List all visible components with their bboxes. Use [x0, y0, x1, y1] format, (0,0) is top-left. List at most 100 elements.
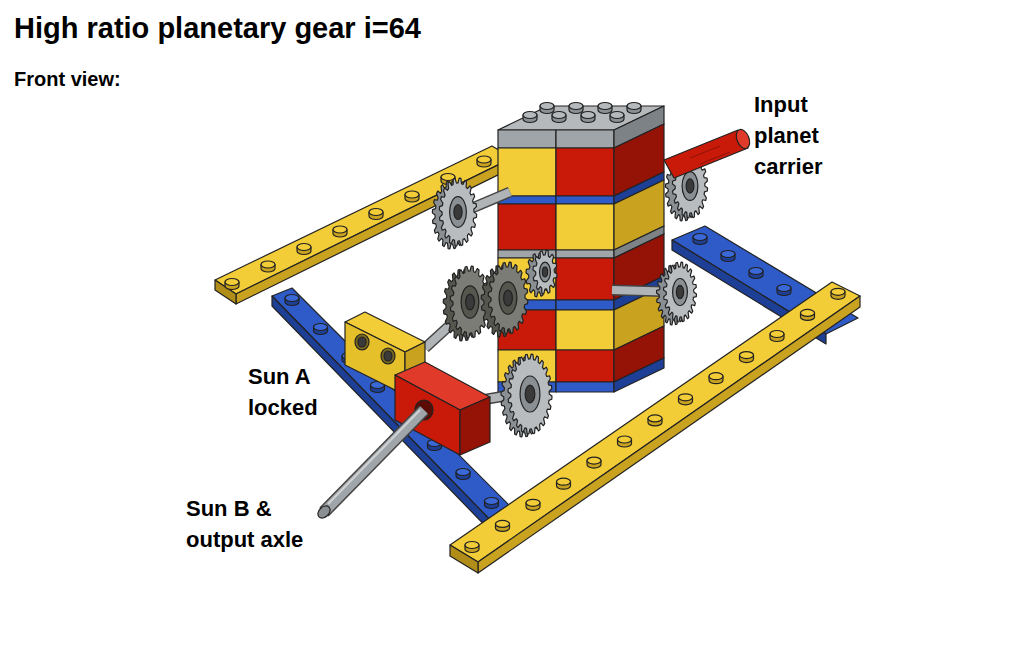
gear: [540, 262, 551, 282]
gear: [488, 262, 528, 334]
stud: [648, 415, 662, 422]
brick-tower: [556, 148, 614, 196]
brick-tower: [556, 204, 614, 250]
gear: [525, 385, 535, 403]
input-axle: [664, 127, 752, 178]
gear: [450, 197, 467, 228]
gear: [499, 282, 517, 314]
brick-tower: [556, 382, 614, 392]
input-axle: [690, 146, 720, 158]
yellow-beam: [358, 337, 366, 347]
stud: [523, 103, 641, 123]
yellow-beam: [381, 348, 395, 364]
stud: [314, 324, 328, 331]
stud: [679, 394, 693, 401]
stud: [709, 373, 723, 380]
yellow-beam: [450, 282, 860, 573]
output-axle: [316, 410, 424, 520]
stud: [721, 251, 735, 258]
output-axle: [324, 410, 424, 512]
brick-tower: [556, 350, 614, 382]
axle: [425, 192, 680, 402]
stud: [552, 112, 566, 119]
red-brick: [460, 397, 490, 455]
gear: [501, 354, 552, 437]
stud: [496, 520, 510, 527]
gear: [520, 376, 540, 412]
stud: [831, 288, 845, 295]
stud: [618, 436, 632, 443]
stud: [587, 457, 601, 464]
output-axle: [316, 504, 333, 521]
stud: [693, 234, 819, 313]
gear: [432, 178, 476, 249]
stud: [297, 244, 311, 251]
stud: [465, 542, 479, 549]
gear: [542, 267, 547, 277]
stud: [523, 112, 537, 119]
stud: [598, 103, 612, 110]
gear: [504, 290, 513, 306]
brick-tower: [556, 196, 614, 204]
gear: [439, 178, 476, 246]
stud: [485, 498, 499, 505]
stud: [569, 103, 583, 110]
brick-tower: [556, 310, 614, 350]
gear: [508, 354, 552, 434]
gear: [466, 294, 475, 310]
gear: [533, 250, 557, 294]
yellow-beam: [478, 296, 860, 573]
gear: [657, 262, 697, 325]
yellow-beam: [450, 545, 478, 573]
stud: [477, 156, 491, 163]
yellow-beam: [450, 282, 860, 562]
gear: [454, 205, 462, 220]
part-label: Sun A locked: [248, 361, 343, 423]
input-axle: [734, 127, 753, 150]
brick-tower: [556, 300, 614, 310]
input-axle: [700, 152, 730, 164]
yellow-beam: [355, 334, 369, 350]
brick-tower: [498, 130, 556, 148]
stud: [627, 103, 641, 110]
part-label: Input planet carrier: [754, 89, 850, 182]
stud: [557, 478, 571, 485]
stud: [610, 112, 624, 119]
output-axle: [328, 410, 420, 504]
stud: [333, 226, 347, 233]
brick-tower: [556, 258, 614, 300]
gear: [481, 262, 528, 337]
gear: [664, 262, 697, 322]
stud: [405, 191, 419, 198]
gear: [443, 266, 490, 341]
gear: [526, 250, 557, 297]
brick-tower: [498, 106, 664, 392]
stud: [456, 469, 470, 476]
gear: [673, 279, 688, 306]
stud: [777, 285, 791, 292]
output-axle: [324, 410, 424, 512]
stud: [740, 352, 754, 359]
brick-tower: [556, 250, 614, 258]
stud: [225, 279, 239, 286]
stud: [801, 309, 815, 316]
brick-tower: [498, 204, 556, 250]
diagram-title: High ratio planetary gear i=64: [14, 11, 421, 45]
stud: [581, 112, 595, 119]
brick-tower: [556, 130, 614, 148]
brick-tower: [614, 358, 664, 392]
stud: [540, 103, 554, 110]
input-axle: [664, 130, 748, 178]
stud: [369, 209, 383, 216]
stud: [526, 499, 540, 506]
part-label: Sun B & output axle: [186, 493, 336, 555]
gear: [676, 285, 683, 298]
stud: [693, 234, 707, 241]
view-label: Front view:: [14, 67, 314, 91]
stud: [749, 268, 763, 275]
stud: [465, 288, 845, 552]
yellow-beam: [384, 351, 392, 361]
gear: [682, 172, 698, 201]
